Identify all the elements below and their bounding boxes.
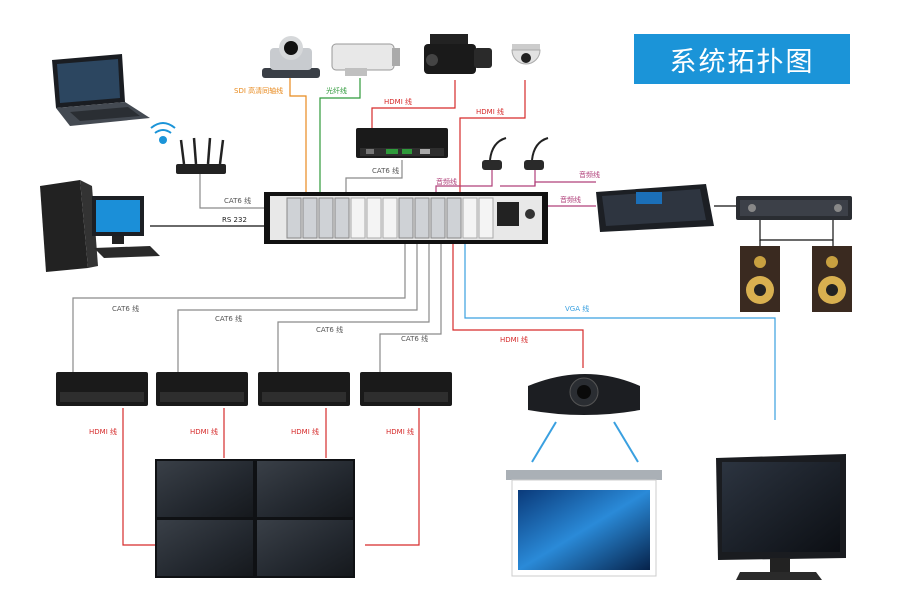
hdmi-wall2-label: HDMI 线 <box>190 427 218 436</box>
projection-screen-icon <box>506 470 662 577</box>
connection-lines <box>72 78 834 546</box>
fiber-label: 光纤线 <box>326 86 347 95</box>
cat6-rx3-line <box>277 244 430 372</box>
hdmi-wall1-line <box>122 408 156 546</box>
hdmi-dome-line <box>459 80 526 192</box>
microphone-icon <box>482 137 549 170</box>
page-title: 系统拓扑图 <box>634 34 850 84</box>
sdi-line <box>289 78 307 192</box>
audio-mixer-icon <box>596 184 714 232</box>
encoder-box-icon <box>356 128 448 158</box>
router-icon <box>176 137 226 174</box>
audio-mixer-line-1 <box>500 181 596 187</box>
projector-icon <box>528 374 640 415</box>
hdmi-projector-label: HDMI 线 <box>500 335 528 344</box>
audio-mic-line <box>435 170 493 192</box>
cat6-rx1-label: CAT6 线 <box>112 304 139 313</box>
bullet-camera-icon <box>331 43 400 76</box>
hdmi-wall4-label: HDMI 线 <box>386 427 414 436</box>
line-labels: SDI 高清同轴线 光纤线 HDMI 线 HDMI 线 CAT6 线 RS 23… <box>89 86 600 436</box>
matrix-switcher-icon <box>264 192 548 244</box>
camcorder-icon <box>424 34 492 74</box>
cat6-router-label: CAT6 线 <box>224 196 251 205</box>
audio-mixer2-label: 音频线 <box>560 195 581 204</box>
hdmi-camcorder-line <box>371 80 456 128</box>
cat6-rx1-line <box>72 244 406 372</box>
speaker-icon <box>740 246 852 312</box>
wifi-icon <box>150 122 176 144</box>
vga-line <box>464 244 776 420</box>
amplifier-icon <box>736 196 852 220</box>
laptop-icon <box>52 54 150 126</box>
desktop-pc-icon <box>40 180 160 272</box>
hdmi-wall4-line <box>365 408 420 546</box>
cat6-rx2-label: CAT6 线 <box>215 314 242 323</box>
rs232-label: RS 232 <box>222 216 247 224</box>
cat6-rx4-line <box>379 244 442 372</box>
cat6-encoder-line <box>345 160 403 192</box>
cat6-rx2-line <box>177 244 418 372</box>
cat6-encoder-label: CAT6 线 <box>372 166 399 175</box>
vga-label: VGA 线 <box>565 304 589 313</box>
cat6-rx4-label: CAT6 线 <box>401 334 428 343</box>
sdi-label: SDI 高清同轴线 <box>234 86 283 95</box>
audio-mic-label: 音频线 <box>436 177 457 186</box>
hdmi-top2-label: HDMI 线 <box>476 107 504 116</box>
cat6-rx3-label: CAT6 线 <box>316 325 343 334</box>
hdmi-wall1-label: HDMI 线 <box>89 427 117 436</box>
cat6-router-line <box>199 170 266 209</box>
hdmi-top1-label: HDMI 线 <box>384 97 412 106</box>
ptz-camera-icon <box>262 36 320 78</box>
audio-mixer1-label: 音频线 <box>579 170 600 179</box>
hdmi-wall3-label: HDMI 线 <box>291 427 319 436</box>
receiver-box-icon <box>56 372 452 406</box>
amp-speaker-line <box>759 220 834 246</box>
monitor-icon <box>716 454 846 580</box>
fiber-line <box>319 78 361 192</box>
hdmi-projector-line <box>452 244 584 368</box>
video-wall-icon <box>155 459 355 578</box>
dome-camera-icon <box>511 44 541 65</box>
